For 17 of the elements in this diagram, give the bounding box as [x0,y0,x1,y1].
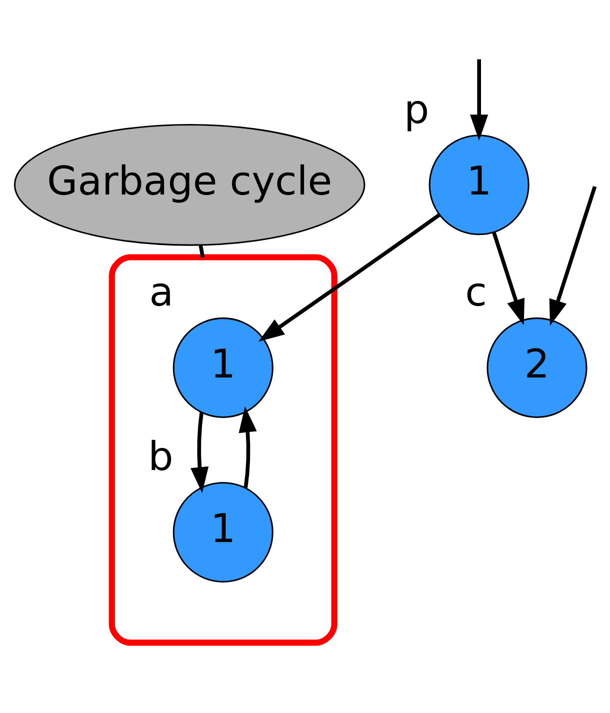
arrow [549,186,597,326]
node-circle: 1 [428,134,530,236]
arrow [238,406,257,488]
cluster [108,254,338,646]
node-label: b [148,434,174,480]
arrow [258,213,440,342]
arrow [492,232,524,326]
node-ellipse: Garbage cycle [14,124,366,246]
node-label: a [149,270,174,316]
node-circle: 1 [172,482,274,583]
arrow [470,59,488,141]
node-circle: 2 [486,317,588,418]
node-label: p [404,86,430,133]
node-label: c [465,270,487,316]
node-circle: 1 [172,317,274,418]
arrow [190,412,209,494]
connector [198,244,205,258]
